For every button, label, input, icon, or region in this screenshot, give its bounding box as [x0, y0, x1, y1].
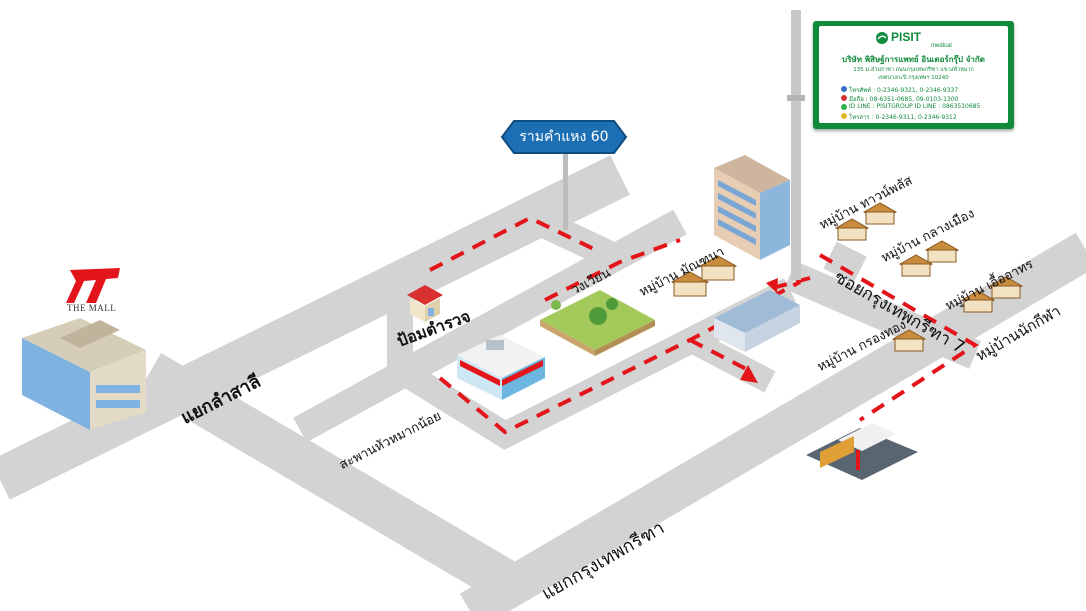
route-arrow-west — [766, 278, 778, 293]
the-mall-label: THE MALL — [67, 303, 117, 313]
the-mall-logo — [66, 268, 120, 303]
fax-text: โทรสาร : 0-2346-9311, 0-2346-9312 — [849, 114, 957, 121]
brand-subtitle: medical — [931, 43, 952, 49]
mobile-text: มือถือ : 08-6351-0685, 09-0103-1300 — [849, 96, 959, 103]
street-sign-label: รามคำแหง 60 — [519, 129, 609, 145]
company-info-card: PISIT medical บริษัท พิสิษฐ์การแพทย์ อิน… — [813, 21, 1014, 129]
company-name: บริษัท พิสิษฐ์การแพทย์ อินเตอร์กรุ๊ป จำก… — [842, 55, 985, 64]
mobile-icon — [841, 95, 847, 101]
house-euaarthorn-2 — [988, 276, 1024, 299]
pisit-logo-icon — [876, 32, 888, 44]
shop-building — [457, 335, 545, 400]
address-line-2: เขตบางกะปิ กรุงเทพฯ 10240 — [878, 75, 949, 81]
house-klangmuang-1 — [898, 254, 934, 277]
line-icon — [841, 104, 847, 110]
road-inner-north — [393, 202, 532, 288]
office-tower — [714, 155, 790, 260]
police-box-icon — [407, 285, 443, 322]
road-access — [823, 241, 867, 284]
village-houses — [670, 202, 1024, 352]
sign-pole — [563, 150, 568, 230]
house-mantana-2 — [698, 255, 738, 281]
road-krungthep-kreetha-main — [138, 353, 532, 609]
street-sign-board — [500, 120, 628, 154]
gas-station — [806, 423, 918, 480]
house-townplus-2 — [862, 202, 898, 225]
house-townplus-1 — [834, 218, 870, 241]
brand-name: PISIT — [891, 30, 922, 44]
line-text: ID LINE : PISITGROUP ID LINE : 086351068… — [849, 103, 981, 110]
route-path — [429, 215, 979, 435]
company-info-panel: PISIT medical บริษัท พิสิษฐ์การแพทย์ อิน… — [819, 26, 1008, 123]
billboard-pole-cap — [787, 95, 805, 101]
road-spur — [684, 329, 776, 393]
route-arrow-south — [740, 365, 758, 383]
park — [540, 290, 655, 356]
road-inner-west — [293, 209, 687, 443]
apartment-block — [714, 290, 800, 352]
house-krongthong — [891, 329, 927, 352]
phone-icon — [841, 86, 847, 92]
house-klangmuang-2 — [924, 240, 960, 263]
the-mall-building — [22, 318, 146, 430]
fax-icon — [841, 113, 847, 119]
phone-text: โทรศัพท์ : 0-2346-9321, 0-2346-9337 — [849, 87, 959, 94]
house-euaarthorn-1 — [960, 290, 996, 313]
house-mantana-1 — [670, 271, 710, 297]
road-soi7 — [784, 261, 981, 369]
address-line-1: 135 ม.ส่วนราชา ถนนกรุงเทพกรีฑา แขวงหัวหม… — [853, 67, 974, 73]
billboard-pole — [791, 10, 801, 280]
